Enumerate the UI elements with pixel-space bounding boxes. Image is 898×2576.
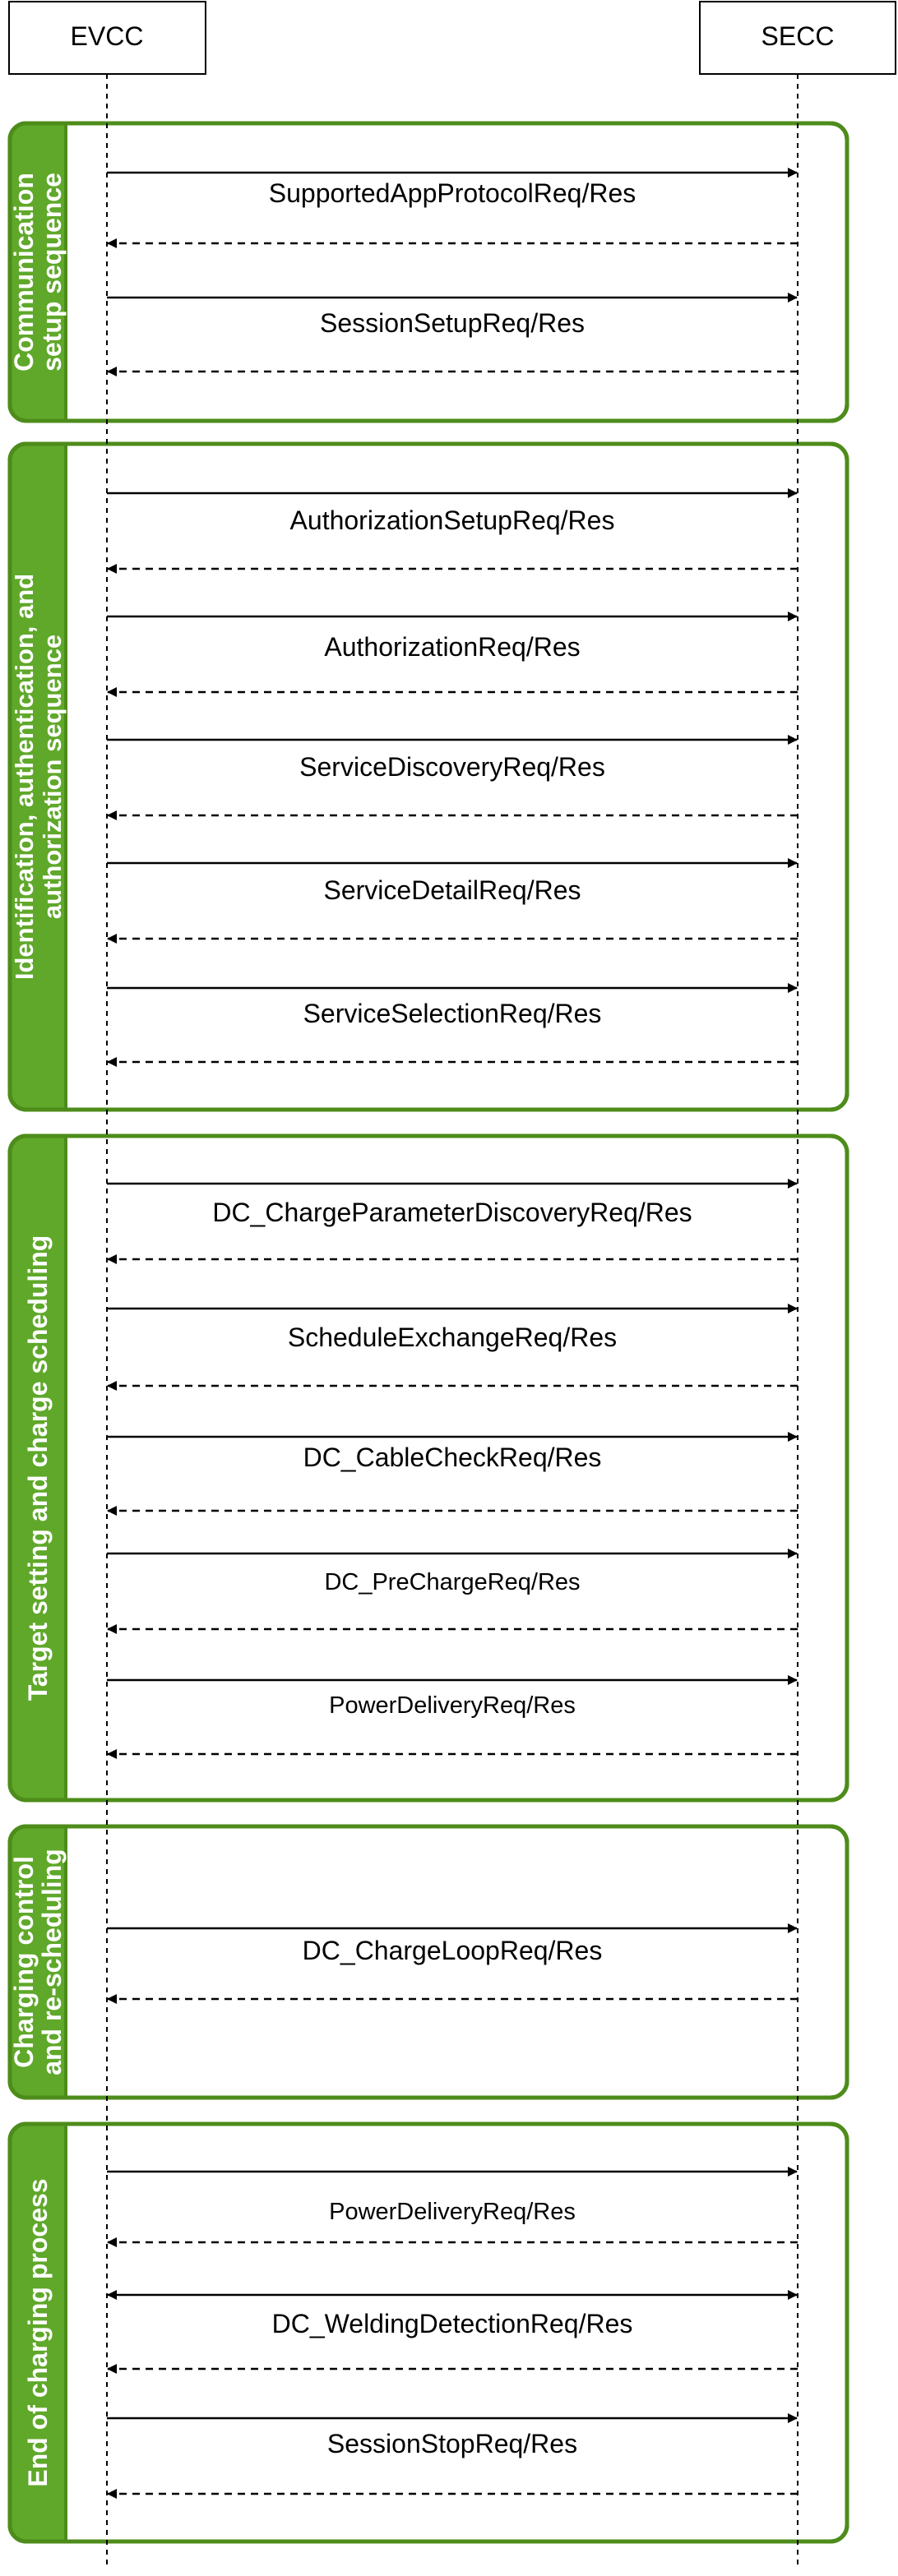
message-label: DC_CableCheckReq/Res bbox=[303, 1443, 602, 1472]
group-frame bbox=[7, 121, 849, 423]
message-label: ServiceSelectionReq/Res bbox=[303, 999, 602, 1028]
message-label: DC_ChargeLoopReq/Res bbox=[303, 1936, 603, 1965]
message-label: ServiceDiscoveryReq/Res bbox=[299, 752, 605, 782]
message-label: AuthorizationReq/Res bbox=[324, 632, 580, 662]
message: ServiceSelectionReq/Res bbox=[107, 983, 798, 1067]
message-label: ScheduleExchangeReq/Res bbox=[288, 1323, 617, 1352]
evcc-participant-box bbox=[8, 1, 206, 75]
group-label-band bbox=[10, 123, 66, 421]
message: DC_PreChargeReq/Res bbox=[107, 1549, 798, 1634]
message: PowerDeliveryReq/Res bbox=[107, 1675, 798, 1759]
group-label: Target setting and charge scheduling bbox=[23, 1235, 53, 1701]
message: PowerDeliveryReq/Res bbox=[107, 2167, 798, 2247]
message: DC_ChargeLoopReq/Res bbox=[107, 1923, 798, 2004]
message: SupportedAppProtocolReq/Res bbox=[107, 168, 798, 248]
evcc-participant-label: EVCC bbox=[71, 21, 144, 51]
message: AuthorizationSetupReq/Res bbox=[107, 488, 798, 574]
group-label: Communicationsetup sequence bbox=[9, 173, 67, 372]
group-label-band bbox=[10, 1136, 66, 1800]
group-label-line: Target setting and charge scheduling bbox=[23, 1235, 53, 1701]
group-communication-setup: Communicationsetup sequence SupportedAppP… bbox=[7, 121, 849, 423]
group-label-line: Identification, authentication, and bbox=[10, 574, 39, 980]
message: ServiceDiscoveryReq/Res bbox=[107, 735, 798, 820]
group-label-line: Communication bbox=[9, 173, 39, 372]
message: SessionStopReq/Res bbox=[107, 2413, 798, 2499]
message: ServiceDetailReq/Res bbox=[107, 858, 798, 944]
message-label: PowerDeliveryReq/Res bbox=[329, 1692, 576, 1719]
message-label: SessionSetupReq/Res bbox=[320, 308, 585, 338]
message-label: PowerDeliveryReq/Res bbox=[329, 2199, 576, 2225]
message: AuthorizationReq/Res bbox=[107, 612, 798, 697]
group-label: End of charging process bbox=[23, 2178, 53, 2486]
group-label-line: authorization sequence bbox=[38, 635, 67, 919]
message: ScheduleExchangeReq/Res bbox=[107, 1304, 798, 1391]
group-label-line: and re-scheduling bbox=[37, 1849, 67, 2075]
message-label: ServiceDetailReq/Res bbox=[323, 875, 581, 905]
message: SessionSetupReq/Res bbox=[107, 293, 798, 376]
message: DC_CableCheckReq/Res bbox=[107, 1432, 798, 1516]
message-label: SessionStopReq/Res bbox=[327, 2429, 577, 2458]
group-charging-control: Charging controland re-scheduling DC_Char… bbox=[7, 1824, 849, 2100]
group-label-band bbox=[10, 444, 66, 1110]
group-label: Charging controland re-scheduling bbox=[9, 1849, 67, 2075]
group-target-setting: Target setting and charge scheduling DC_C… bbox=[7, 1133, 849, 1803]
message-label: DC_PreChargeReq/Res bbox=[324, 1569, 580, 1595]
group-label-band bbox=[10, 1826, 66, 2098]
group-label-band bbox=[10, 2124, 66, 2541]
group-identification-authorization: Identification, authentication, andautho… bbox=[7, 441, 849, 1112]
message: DC_ChargeParameterDiscoveryReq/Res bbox=[107, 1179, 798, 1264]
group-label: Identification, authentication, andautho… bbox=[10, 574, 67, 980]
message-label: DC_ChargeParameterDiscoveryReq/Res bbox=[212, 1198, 692, 1227]
message-label: AuthorizationSetupReq/Res bbox=[290, 506, 615, 535]
groups-layer: Communicationsetup sequence SupportedAppP… bbox=[7, 121, 849, 2544]
group-label-line: End of charging process bbox=[23, 2178, 53, 2486]
group-label-line: setup sequence bbox=[37, 173, 67, 372]
message-label: DC_WeldingDetectionReq/Res bbox=[272, 2309, 633, 2338]
secc-participant-label: SECC bbox=[761, 21, 835, 51]
message-label: SupportedAppProtocolReq/Res bbox=[269, 178, 636, 208]
group-label-line: Charging control bbox=[9, 1856, 39, 2068]
group-end-of-charging: End of charging process PowerDeliveryReq/… bbox=[7, 2121, 849, 2544]
message: DC_WeldingDetectionReq/Res bbox=[107, 2290, 798, 2374]
secc-participant-box bbox=[699, 1, 896, 75]
